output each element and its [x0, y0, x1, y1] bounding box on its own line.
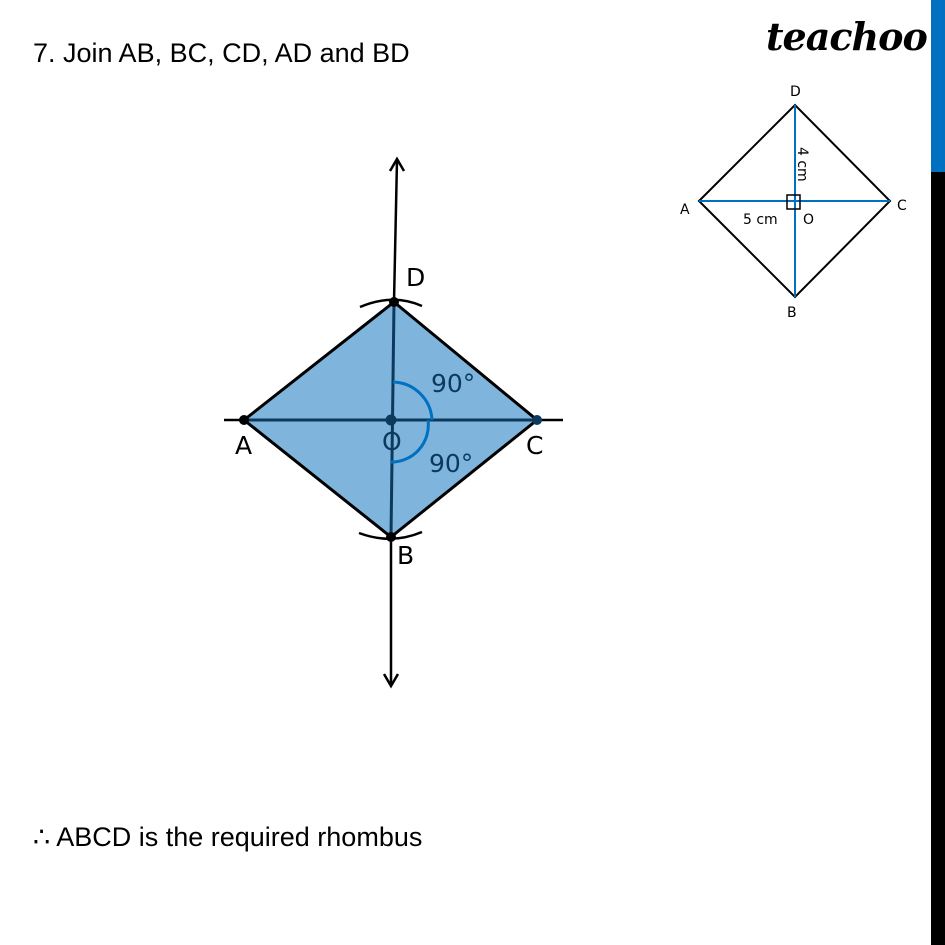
sidebar-strip-blue [931, 0, 945, 172]
step-text: 7. Join AB, BC, CD, AD and BD [33, 38, 410, 68]
angle-label-bottom: 90° [429, 449, 473, 478]
point-d [389, 297, 399, 307]
point-c [532, 415, 542, 425]
ref-label-o: O [803, 212, 814, 228]
point-b [386, 532, 396, 542]
arrowhead-down-icon [382, 673, 400, 689]
ref-label-b: B [787, 305, 797, 321]
sidebar-strip-black [931, 172, 945, 945]
label-d: D [406, 263, 425, 292]
teachoo-logo: teachoo [766, 14, 928, 59]
conclusion-text: ∴ ABCD is the required rhombus [33, 822, 423, 852]
label-c: C [526, 431, 543, 460]
angle-label-top: 90° [431, 369, 475, 398]
point-o [385, 414, 397, 426]
ref-label-d: D [790, 84, 801, 100]
label-b: B [397, 541, 414, 570]
right-angle-arc [390, 380, 434, 464]
ref-label-c: C [897, 198, 907, 214]
label-o: O [382, 427, 402, 456]
arrowhead-up-icon [388, 156, 406, 172]
point-a [239, 415, 249, 425]
ref-length-ao: 5 cm [743, 212, 778, 228]
right-angle-marker [786, 194, 801, 210]
ref-label-a: A [680, 202, 690, 218]
perpendicular-ray-up [392, 159, 399, 303]
ref-length-od: 4 cm [794, 147, 810, 182]
label-a: A [235, 431, 252, 460]
